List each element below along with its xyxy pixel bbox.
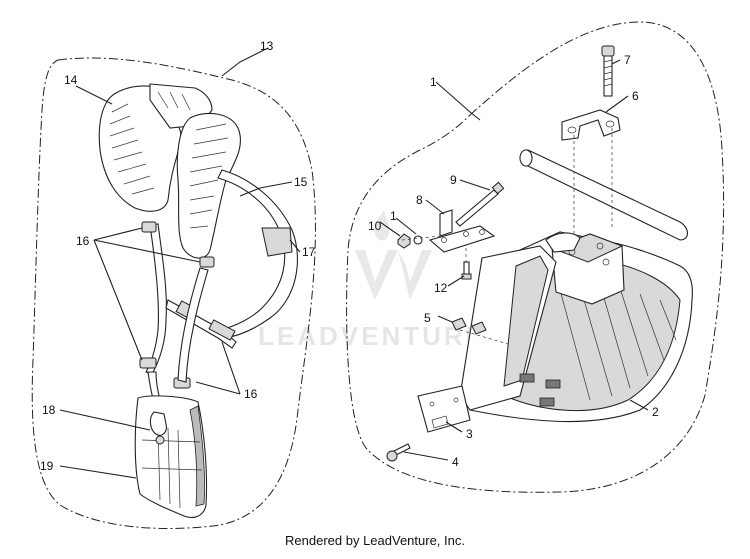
shaft-clamp [561, 109, 621, 141]
square-nut-2 [471, 321, 487, 335]
callout-labels: 13 14 15 16 17 16 18 19 1 7 6 9 8 1 10 1… [40, 39, 659, 473]
callout-2: 2 [652, 405, 659, 419]
callout-17: 17 [302, 245, 316, 259]
trimmer-guard-assembly [386, 45, 693, 462]
callout-5: 5 [424, 311, 431, 325]
bracket-screw-head [461, 273, 472, 280]
snap-hook-ring [155, 435, 165, 445]
bracket-hole-2 [463, 231, 469, 237]
bracket-bolt-head [491, 181, 505, 195]
leadventure-watermark-logo [355, 210, 432, 300]
blade-hole-left [429, 401, 435, 407]
strap-buckle-lower-left [139, 357, 157, 369]
line-cutter-blade [417, 385, 471, 433]
mounting-bracket-lip [439, 209, 453, 237]
callout-1-guard: 1 [430, 75, 437, 89]
mounting-bracket [428, 225, 496, 253]
blade-hole-right [453, 397, 459, 403]
mount-hole-3 [602, 258, 610, 266]
callout-10: 10 [368, 219, 382, 233]
shoulder-harness [98, 83, 298, 519]
mount-hole-2 [596, 242, 604, 250]
callout-19: 19 [40, 459, 54, 473]
clamp-bolt-hole-right [605, 120, 615, 128]
back-pad-right [176, 112, 242, 259]
guard-front-side [503, 255, 549, 387]
nut-bolt-centerline [401, 235, 441, 241]
clamp-screw-head [601, 45, 615, 57]
snap-hook [149, 411, 167, 436]
bracket-hole-1 [441, 237, 447, 243]
clamp-centerline [573, 128, 613, 252]
waist-strap [165, 299, 237, 349]
guard-window-1 [519, 373, 535, 383]
shaft-tube-end [519, 149, 533, 167]
guard-ribs [559, 283, 677, 401]
callout-13: 13 [260, 39, 274, 53]
callout-7: 7 [624, 53, 631, 67]
bracket-hole-3 [479, 229, 485, 235]
render-credit: Rendered by LeadVenture, Inc. [285, 533, 465, 548]
pad-slots [109, 91, 229, 229]
strap-buckle-upper-right [199, 256, 215, 268]
waist-strap-end [208, 319, 236, 341]
callout-8: 8 [416, 193, 423, 207]
callout-16-lower: 16 [244, 387, 258, 401]
callout-14: 14 [64, 73, 78, 87]
callout-4: 4 [452, 455, 459, 469]
callout-16-upper: 16 [76, 234, 90, 248]
blade-screw-head [386, 450, 398, 462]
callout-1-nut: 1 [390, 209, 397, 223]
guard-mount-bracket [545, 232, 581, 253]
blade-slot [431, 415, 449, 429]
leader-lines-left [59, 47, 301, 479]
drive-shaft-tube [519, 149, 689, 241]
hip-pad-shade [189, 405, 205, 507]
left-long-strap [145, 223, 167, 375]
hex-nut [397, 233, 411, 249]
guard-window-3 [539, 397, 555, 407]
callout-15: 15 [294, 175, 308, 189]
clamp-screw-threads [603, 59, 613, 87]
clamp-bolt-hole-left [567, 126, 577, 134]
harness-group-boundary [31, 57, 316, 529]
callout-12: 12 [434, 281, 448, 295]
callout-9: 9 [450, 173, 457, 187]
bracket-bolt [455, 189, 499, 227]
trimmer-guard-group-boundary [346, 21, 725, 493]
shoulder-strap-pad [261, 227, 293, 257]
strap-buckle-upper-left [141, 221, 157, 233]
square-nut-1 [451, 317, 467, 331]
nut-centerline [459, 329, 509, 345]
hip-pad-ridges [141, 427, 203, 509]
washer [413, 235, 423, 245]
leader-lines-right [379, 59, 649, 461]
callout-6: 6 [632, 89, 639, 103]
guard-window-2 [545, 379, 561, 389]
hip-crossing-strap [177, 267, 209, 383]
callout-18: 18 [42, 403, 56, 417]
watermark-text: LEADVENTURE [258, 321, 486, 351]
callout-3: 3 [466, 427, 473, 441]
shoulder-strap [217, 169, 298, 339]
